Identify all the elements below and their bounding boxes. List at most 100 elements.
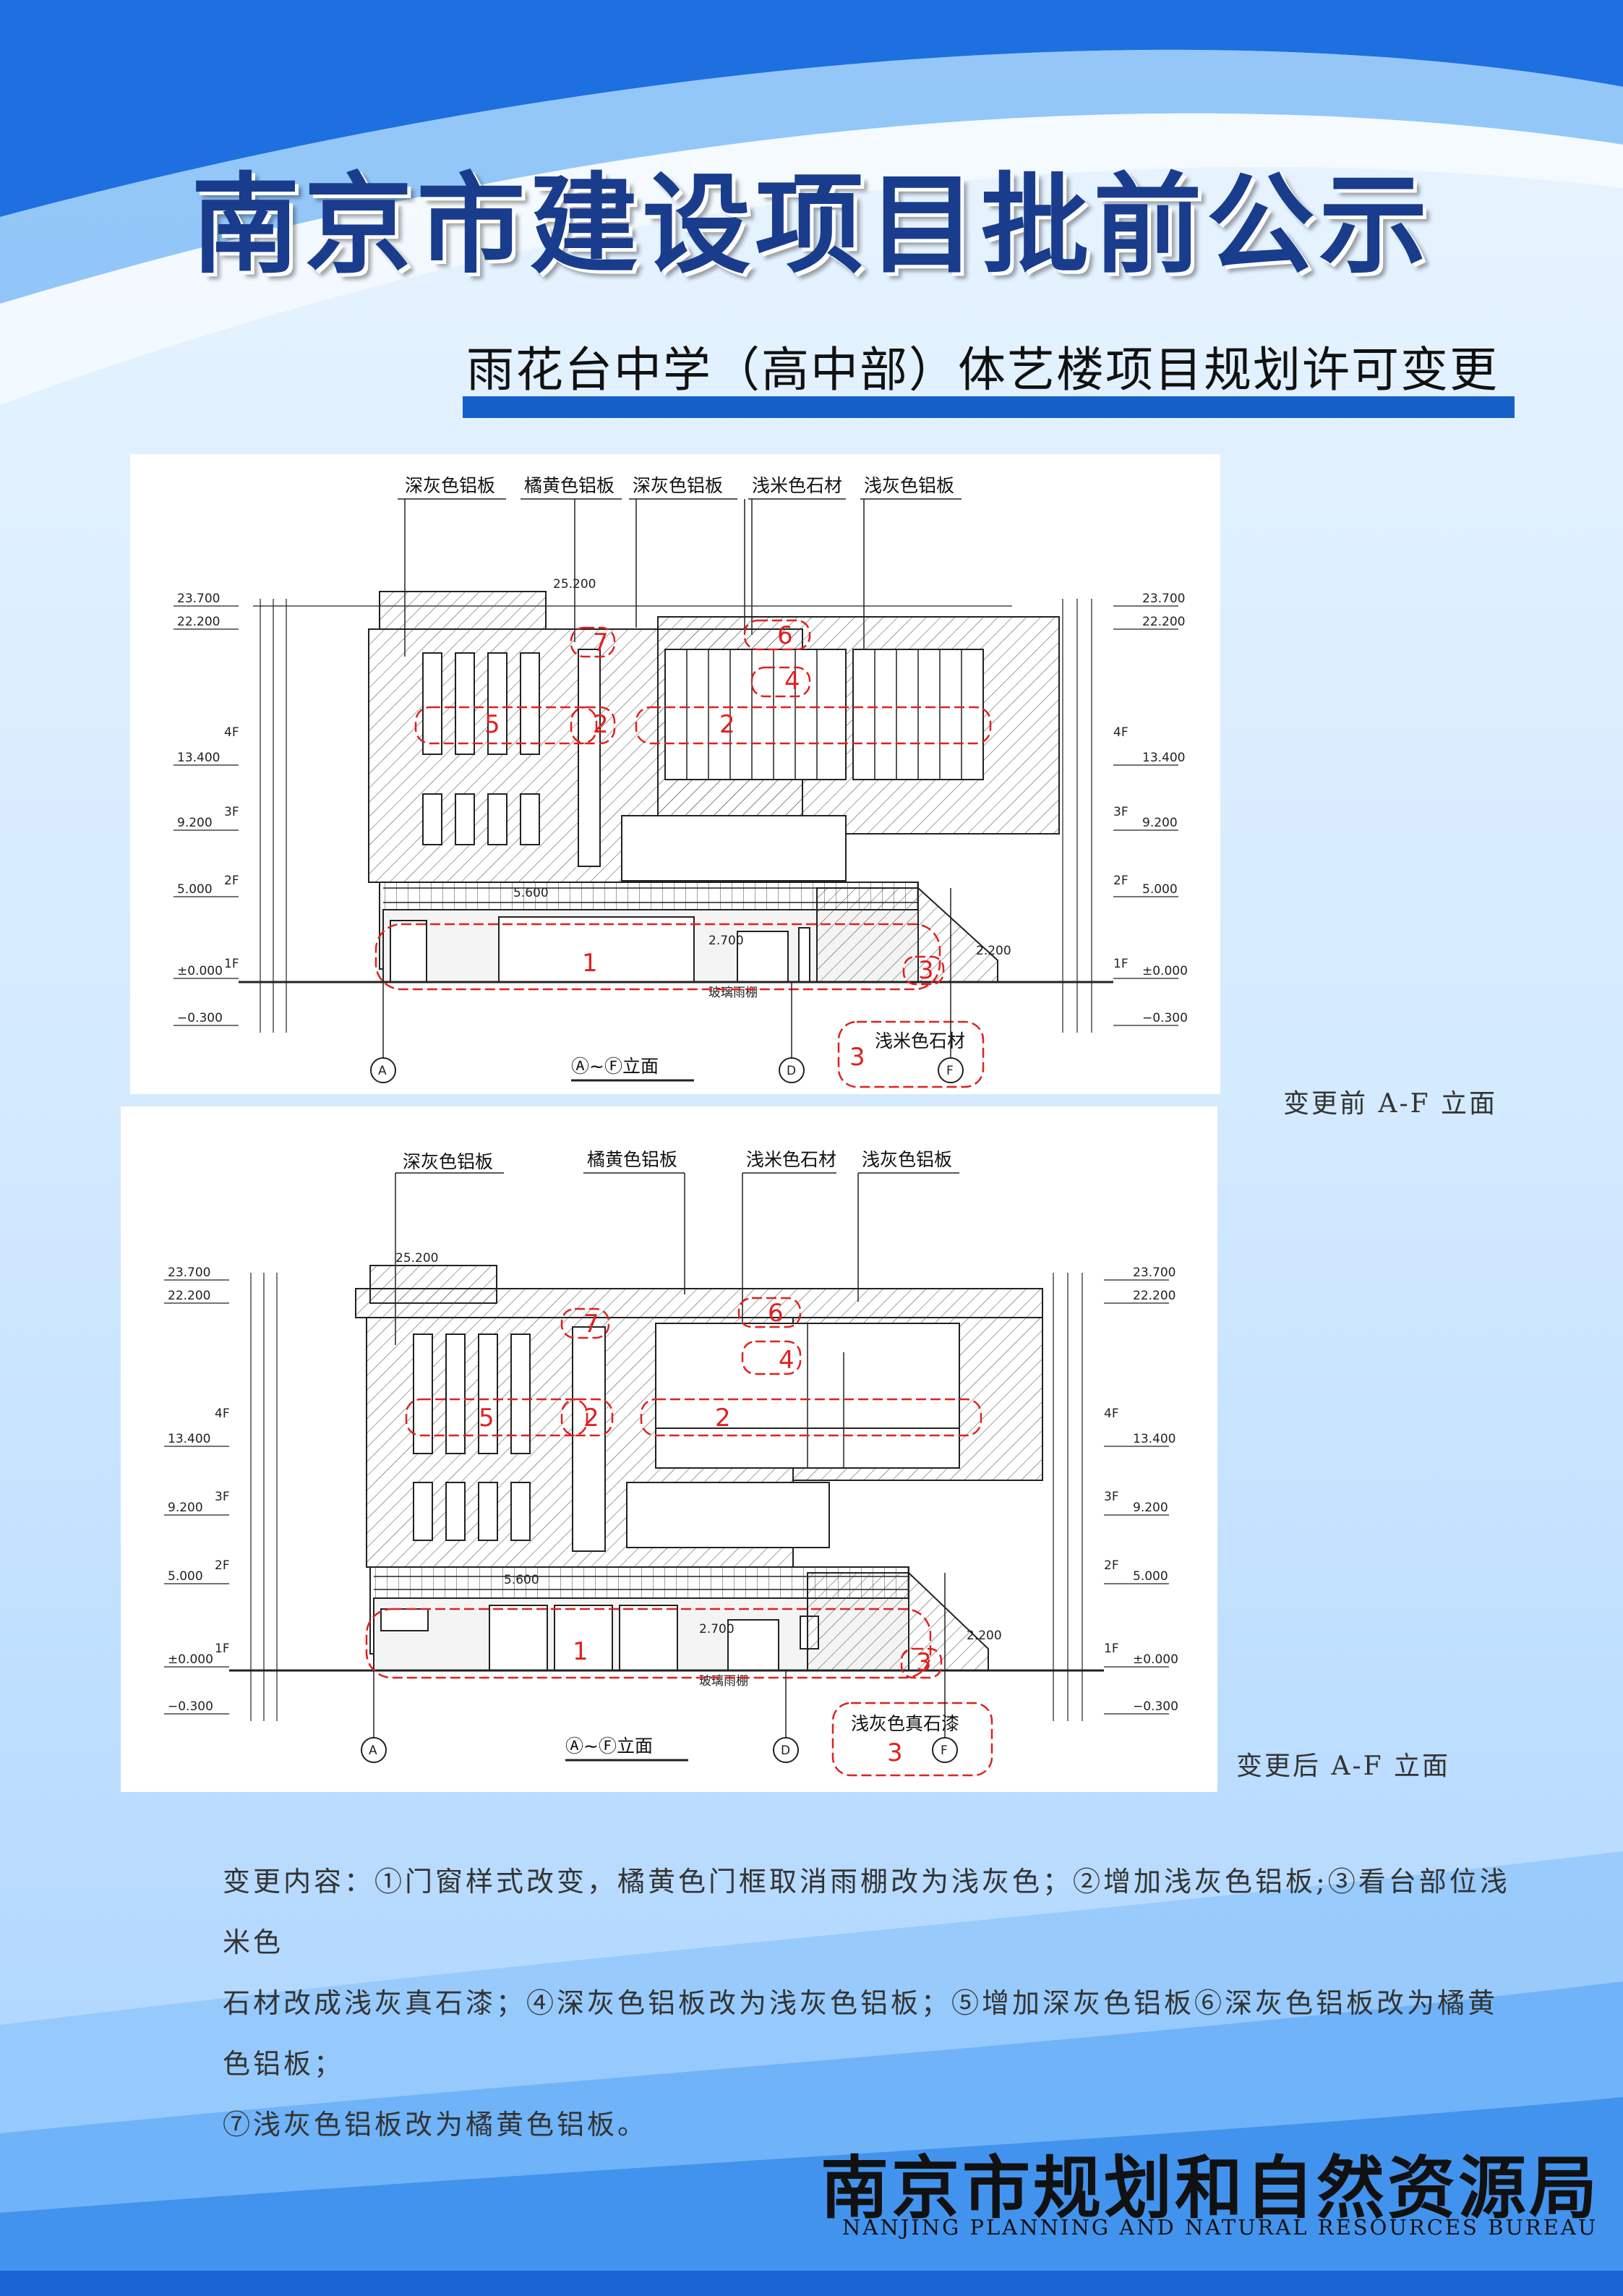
label-orange-al: 橘黄色铝板 (587, 1149, 677, 1170)
subtitle-underline (463, 396, 1515, 418)
floor-label-4f-right: 4F (1113, 725, 1129, 740)
level-right-5: ±0.000 (1133, 1652, 1178, 1667)
floor-label-2f: 2F (224, 874, 239, 888)
agency-name: 南京市规划和自然资源局 (821, 2148, 1601, 2228)
floor-label-2f: 2F (215, 1558, 230, 1573)
rev-mark-4: 4 (784, 667, 800, 696)
level-right-0: 23.700 (1142, 592, 1185, 606)
axis-a: A (378, 1064, 387, 1078)
floor-label-1f-right: 1F (1104, 1642, 1119, 1656)
elev-mid: 5.600 (513, 886, 549, 900)
level-left-1: 22.200 (177, 615, 220, 629)
floor-label-3f-right: 3F (1113, 805, 1129, 819)
level-right-4: 5.000 (1142, 882, 1178, 897)
description-line-1: 变更内容：①门窗样式改变，橘黄色门框取消雨棚改为浅灰色；②增加浅灰色铝板;③看台… (223, 1866, 1510, 1958)
label-dark-gray-al: 深灰色铝板 (403, 1151, 493, 1172)
level-right-2: 13.400 (1142, 751, 1185, 765)
footer-band (0, 2271, 1623, 2296)
elev-canopy: 2.700 (699, 1622, 735, 1636)
level-right-4: 5.000 (1133, 1569, 1168, 1584)
level-left-5: ±0.000 (177, 964, 223, 978)
label-dark-gray-al: 深灰色铝板 (405, 475, 495, 496)
description-line-2: 石材改成浅灰真石漆；④深灰色铝板改为浅灰色铝板；⑤增加深灰色铝板⑥深灰色铝板改为… (223, 1987, 1499, 2080)
floor-label-4f-right: 4F (1104, 1407, 1119, 1421)
floor-label-2f-right: 2F (1104, 1558, 1119, 1573)
agency-name-en: NANJING PLANNING AND NATURAL RESOURCES B… (842, 2215, 1598, 2240)
floor-label-3f: 3F (224, 805, 239, 819)
level-left-2: 13.400 (168, 1432, 210, 1446)
label-dark-gray-al-2: 深灰色铝板 (633, 475, 723, 496)
elev-top: 25.200 (553, 577, 596, 592)
axis-f: F (941, 1744, 948, 1758)
axis-d: D (781, 1744, 790, 1758)
level-left-4: 5.000 (177, 882, 213, 897)
elevation-after-panel: 深灰色铝板 橘黄色铝板 浅米色石材 浅灰色铝板 23.700 22.200 13… (121, 1106, 1217, 1792)
floor-label-2f-right: 2F (1113, 874, 1129, 888)
floor-label-1f-right: 1F (1113, 957, 1129, 971)
glass-canopy-label: 玻璃雨棚 (699, 1674, 748, 1689)
level-left-0: 23.700 (177, 592, 220, 606)
caption-before: 变更前 A-F 立面 (1283, 1089, 1498, 1119)
level-left-6: −0.300 (177, 1011, 223, 1025)
label-light-beige-stone: 浅米色石材 (752, 475, 842, 496)
level-right-6: −0.300 (1133, 1699, 1178, 1714)
elevation-after-drawing: 深灰色铝板 橘黄色铝板 浅米色石材 浅灰色铝板 23.700 22.200 13… (164, 1149, 1178, 1777)
level-right-2: 13.400 (1133, 1432, 1176, 1446)
level-left-1: 22.200 (168, 1289, 210, 1303)
change-description: 变更内容：①门窗样式改变，橘黄色门框取消雨棚改为浅灰色；②增加浅灰色铝板;③看台… (223, 1851, 1517, 2155)
floor-label-4f: 4F (224, 725, 239, 740)
label-light-gray-al: 浅灰色铝板 (862, 1149, 952, 1170)
rev-mark-6: 6 (777, 621, 793, 650)
rev-mark-7: 7 (583, 1310, 599, 1339)
level-left-5: ±0.000 (168, 1652, 213, 1667)
rev-mark-2b: 2 (715, 1404, 731, 1433)
project-subtitle: 雨花台中学（高中部）体艺楼项目规划许可变更 (466, 342, 1499, 398)
axis-a: A (369, 1744, 377, 1758)
rev-mark-2b: 2 (719, 710, 735, 739)
rev-mark-7: 7 (593, 628, 609, 657)
level-right-3: 9.200 (1142, 816, 1178, 830)
rev-mark-6: 6 (768, 1299, 784, 1328)
floor-label-1f: 1F (215, 1642, 230, 1656)
axis-f: F (946, 1064, 954, 1078)
floor-label-4f: 4F (215, 1407, 230, 1421)
description-line-3: ⑦浅灰色铝板改为橘黄色铝板。 (223, 2109, 648, 2141)
rev-mark-1: 1 (582, 949, 598, 978)
level-left-6: −0.300 (168, 1699, 213, 1714)
rev-mark-1: 1 (573, 1637, 588, 1666)
caption-after: 变更后 A-F 立面 (1236, 1751, 1451, 1781)
level-left-0: 23.700 (168, 1266, 210, 1280)
level-right-3: 9.200 (1133, 1501, 1168, 1515)
callout-material: 浅米色石材 (875, 1030, 965, 1051)
level-left-3: 9.200 (168, 1501, 203, 1515)
floor-label-1f: 1F (224, 957, 239, 971)
rev-mark-3a: 3 (916, 1648, 932, 1677)
level-left-4: 5.000 (168, 1569, 203, 1584)
elevation-before-drawing: 深灰色铝板 橘黄色铝板 深灰色铝板 浅米色石材 浅灰色铝板 23.700 22.… (174, 475, 1188, 1088)
elev-stair: 2.200 (967, 1629, 1002, 1643)
rev-mark-3b: 3 (887, 1738, 903, 1767)
elevation-before-panel: 深灰色铝板 橘黄色铝板 深灰色铝板 浅米色石材 浅灰色铝板 23.700 22.… (130, 454, 1220, 1094)
elev-stair: 2.200 (976, 944, 1011, 958)
rev-mark-2a: 2 (593, 710, 609, 739)
axis-d: D (787, 1064, 796, 1078)
level-left-2: 13.400 (177, 751, 220, 765)
elev-canopy: 2.700 (708, 934, 744, 948)
elevation-title: Ⓐ~Ⓕ立面 (571, 1056, 659, 1077)
level-right-5: ±0.000 (1142, 964, 1188, 978)
elevation-title: Ⓐ~Ⓕ立面 (565, 1736, 653, 1757)
label-light-beige-stone: 浅米色石材 (746, 1149, 836, 1170)
level-right-0: 23.700 (1133, 1266, 1176, 1280)
rev-mark-3a: 3 (918, 956, 934, 985)
label-light-gray-al: 浅灰色铝板 (864, 475, 954, 496)
glass-canopy-label: 玻璃雨棚 (708, 986, 758, 1000)
level-left-3: 9.200 (177, 816, 213, 830)
level-right-1: 22.200 (1133, 1289, 1176, 1303)
label-orange-al: 橘黄色铝板 (524, 475, 614, 496)
level-right-1: 22.200 (1142, 615, 1185, 629)
callout-material: 浅灰色真石漆 (851, 1713, 959, 1734)
page-title: 南京市建设项目批前公示 (191, 161, 1432, 289)
rev-mark-3b: 3 (849, 1043, 865, 1072)
rev-mark-2a: 2 (583, 1404, 599, 1433)
floor-label-3f: 3F (215, 1490, 230, 1504)
